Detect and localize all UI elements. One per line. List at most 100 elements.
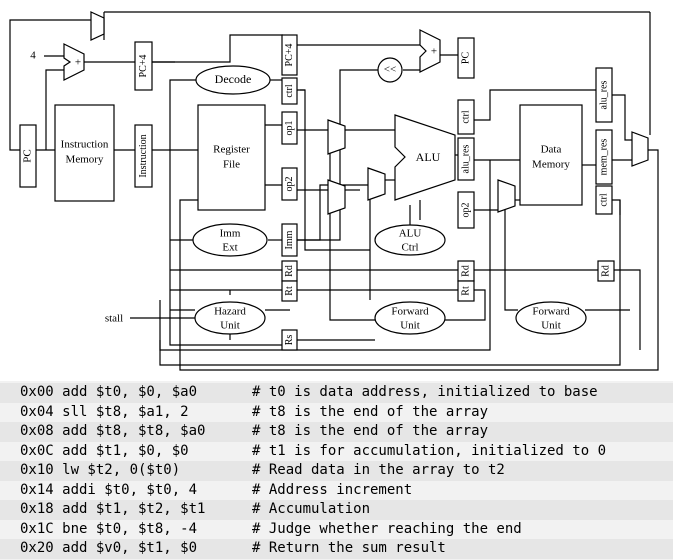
pc-adder: + <box>63 43 85 81</box>
rt-ex-label: Rt <box>460 286 471 296</box>
pc-plus4-label: PC+4 <box>138 55 149 78</box>
code-line: 0x14 addi $t0, $t0, 4 # Address increment <box>0 481 673 501</box>
branch-adder: + <box>419 29 441 73</box>
code-instruction: 0x10 lw $t2, 0($t0) <box>20 462 181 478</box>
alu-ctrl-line1: ALU <box>399 228 422 240</box>
forward-unit-mem: Forward Unit <box>515 301 587 335</box>
pc-register: PC <box>19 124 37 188</box>
rt-id-label: Rt <box>284 286 295 296</box>
code-comment: # Judge whether reaching the end <box>252 520 522 537</box>
code-instruction: 0x20 add $v0, $t1, $0 <box>20 540 198 556</box>
pc-label: PC <box>22 149 34 162</box>
mem-wb-register: alu_res mem_res ctrl Rd <box>595 67 615 282</box>
branch-adder-plus: + <box>431 46 437 58</box>
instruction-memory: Instruction Memory <box>54 104 115 202</box>
alu-ctrl-line2: Ctrl <box>401 242 418 254</box>
rd-ex-label: Rd <box>460 265 471 277</box>
code-comment: # Return the sum result <box>252 540 446 556</box>
pc-plus4-reg-label: PC+4 <box>284 44 295 67</box>
alu-ctrl-unit: ALU Ctrl <box>374 224 446 256</box>
code-comment: # Accumulation <box>252 501 371 517</box>
forward-unit-ex-line2: Unit <box>400 320 420 332</box>
instruction-register: Instruction <box>134 124 153 188</box>
id-ex-register: PC+4 ctrl op1 op2 Imm Rd Rt Rs <box>281 34 298 351</box>
stall-label: stall <box>105 313 123 325</box>
code-instruction: 0x1C bne $t0, $t8, -4 <box>20 520 198 537</box>
imm-ext-line2: Ext <box>222 242 237 254</box>
decode-unit: Decode <box>195 65 271 95</box>
rd-id-label: Rd <box>284 265 295 277</box>
ex-mem-register: ctrl alu_res op2 Rd Rt <box>457 99 475 302</box>
code-comment: # t8 is the end of the array <box>252 423 489 439</box>
mem-res-label: mem_res <box>598 139 609 176</box>
imm-ext-unit: Imm Ext <box>192 223 268 257</box>
op1-mux <box>327 119 346 155</box>
const-four-label: 4 <box>30 50 36 62</box>
shift-left-unit: << <box>377 57 403 83</box>
code-line: 0x04 sll $t8, $a1, 2 # t8 is the end of t… <box>0 403 673 423</box>
forward-unit-ex-line1: Forward <box>391 306 429 318</box>
alu-label: ALU <box>416 150 441 164</box>
op2-ex-label: op2 <box>460 203 471 218</box>
data-memory-line2: Memory <box>532 159 570 171</box>
code-line: 0x08 add $t8, $t8, $a0 # t8 is the end of… <box>0 422 673 442</box>
alu-src-mux <box>367 167 386 201</box>
code-line: 0x18 add $t1, $t2, $t1 # Accumulation <box>0 500 673 520</box>
code-line: 0x20 add $v0, $t1, $0 # Return the sum re… <box>0 539 673 559</box>
alu: ALU <box>394 114 456 201</box>
decode-label: Decode <box>215 72 252 86</box>
rd-mem-label: Rd <box>600 265 611 277</box>
code-comment: # t1 is for accumulation, initialized to… <box>252 442 607 459</box>
assembly-code-listing: 0x00 add $t0, $0, $a0 # t0 is data addres… <box>0 381 673 560</box>
hazard-unit-line1: Hazard <box>214 306 246 318</box>
rs-id-label: Rs <box>284 335 295 346</box>
code-instruction: 0x18 add $t1, $t2, $t1 <box>20 501 206 517</box>
imm-label: Imm <box>284 230 295 249</box>
pipeline-datapath-diagram: PC 4 + PC+4 Instruction Memory Instructi… <box>9 11 659 371</box>
pc-out-label: PC <box>460 52 471 65</box>
instruction-memory-line2: Memory <box>66 154 104 166</box>
data-memory: Data Memory <box>519 104 583 206</box>
code-instruction: 0x14 addi $t0, $t0, 4 <box>20 481 198 498</box>
code-comment: # t8 is the end of the array <box>252 403 489 420</box>
store-data-mux <box>497 179 516 213</box>
data-memory-line1: Data <box>541 144 562 156</box>
register-file-line1: Register <box>213 144 250 156</box>
ctrl-ex-label: ctrl <box>460 110 471 124</box>
pc-out-register: PC <box>457 37 475 79</box>
code-line: 0x10 lw $t2, 0($t0) # Read data in the ar… <box>0 461 673 481</box>
wires <box>9 11 659 371</box>
writeback-mux <box>631 131 649 167</box>
hazard-unit-line2: Unit <box>220 320 240 332</box>
register-file-line2: File <box>223 159 240 171</box>
code-instruction: 0x0C add $t1, $0, $0 <box>20 442 189 459</box>
alu-res-ex-label: alu_res <box>460 144 471 173</box>
code-comment: # Address increment <box>252 481 413 498</box>
ctrl-id-label: ctrl <box>284 84 295 98</box>
top-pc-mux <box>90 11 105 41</box>
ctrl-mem-label: ctrl <box>598 193 609 207</box>
pc-adder-plus: + <box>75 57 81 69</box>
code-comment: # t0 is data address, initialized to bas… <box>252 384 598 400</box>
forward-unit-ex: Forward Unit <box>374 301 446 335</box>
op2-mux <box>327 179 346 215</box>
instruction-reg-label: Instruction <box>138 134 149 177</box>
op2-label: op2 <box>284 177 295 192</box>
hazard-unit: Hazard Unit <box>194 301 266 335</box>
code-instruction: 0x08 add $t8, $t8, $a0 <box>20 423 206 439</box>
op1-label: op1 <box>284 121 295 136</box>
code-line: 0x00 add $t0, $0, $a0 # t0 is data addres… <box>0 383 673 403</box>
alu-res-mem-label: alu_res <box>598 80 609 109</box>
forward-unit-mem-line1: Forward <box>532 306 570 318</box>
code-instruction: 0x00 add $t0, $0, $a0 <box>20 384 198 400</box>
shift-left-label: << <box>384 64 396 76</box>
imm-ext-line1: Imm <box>220 228 241 240</box>
code-line: 0x1C bne $t0, $t8, -4 # Judge whether rea… <box>0 520 673 540</box>
code-comment: # Read data in the array to t2 <box>252 462 505 478</box>
code-line: 0x0C add $t1, $0, $0 # t1 is for accumula… <box>0 442 673 462</box>
forward-unit-mem-line2: Unit <box>541 320 561 332</box>
register-file: Register File <box>197 104 266 211</box>
pc-plus4-register: PC+4 <box>134 41 153 91</box>
instruction-memory-line1: Instruction <box>61 139 109 151</box>
code-instruction: 0x04 sll $t8, $a1, 2 <box>20 403 189 420</box>
